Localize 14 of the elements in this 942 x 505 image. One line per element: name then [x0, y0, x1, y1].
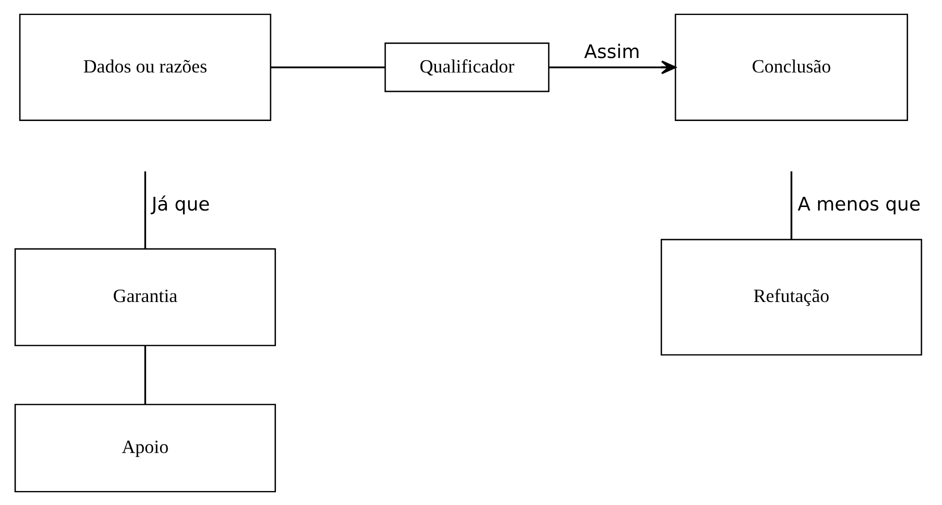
connector: [144, 170, 146, 248]
edge-label: Assim: [584, 42, 640, 63]
connector: [144, 345, 146, 404]
connector: [790, 170, 792, 239]
node-box: Garantia: [14, 248, 276, 346]
arrow: [548, 60, 676, 74]
connector: [270, 66, 386, 68]
node-box: Qualificador: [384, 42, 550, 92]
node-box: Apoio: [14, 403, 276, 492]
node-box: Dados ou razões: [19, 13, 272, 120]
edge-label: Já que: [152, 194, 210, 215]
node-box: Refutação: [660, 238, 922, 356]
node-box: Conclusão: [674, 13, 908, 120]
edge-label: A menos que: [798, 194, 921, 215]
